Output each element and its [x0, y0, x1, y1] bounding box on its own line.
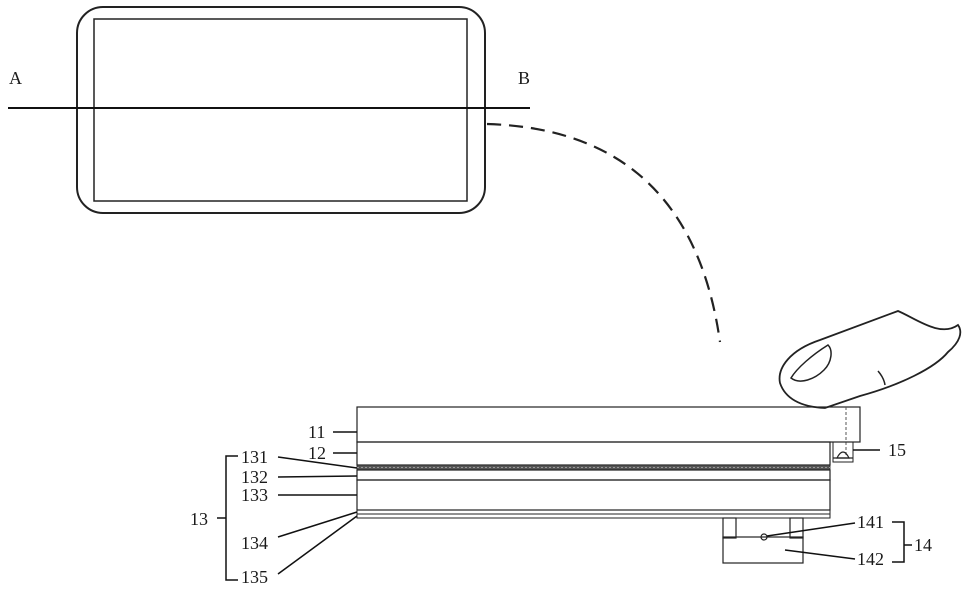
component-142-body — [723, 537, 803, 563]
leader-142 — [785, 550, 855, 559]
device-top-view: A B — [8, 7, 530, 213]
layer-134 — [357, 510, 830, 514]
leader-141 — [767, 523, 855, 536]
label-12: 12 — [308, 443, 326, 463]
component-15-dome — [837, 452, 849, 458]
layer-135 — [357, 514, 830, 518]
section-label-a: A — [9, 68, 22, 88]
leader-132 — [278, 476, 357, 477]
bracket-14 — [892, 522, 904, 562]
label-131: 131 — [241, 447, 268, 467]
label-142: 142 — [857, 549, 884, 569]
device-outer-frame — [77, 7, 485, 213]
label-133: 133 — [241, 485, 268, 505]
label-134: 134 — [241, 533, 268, 553]
dashed-connector-arc — [487, 124, 720, 342]
label-15: 15 — [888, 440, 906, 460]
layer-133 — [357, 480, 830, 510]
component-14-right-post — [790, 518, 803, 538]
layer-132 — [357, 470, 830, 480]
device-inner-screen — [94, 19, 467, 201]
cross-section — [357, 407, 860, 563]
finger-knuckle — [878, 371, 885, 385]
layer-11-cover — [357, 407, 860, 442]
component-14-left-post — [723, 518, 736, 538]
label-11: 11 — [308, 422, 325, 442]
label-135: 135 — [241, 567, 268, 587]
label-141: 141 — [857, 512, 884, 532]
finger-illustration — [780, 311, 961, 408]
label-14: 14 — [914, 535, 932, 555]
label-13: 13 — [190, 509, 208, 529]
section-label-b: B — [518, 68, 530, 88]
bracket-13 — [226, 456, 238, 580]
label-132: 132 — [241, 467, 268, 487]
layer-12 — [357, 442, 830, 465]
